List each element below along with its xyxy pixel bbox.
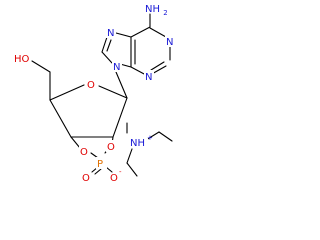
bond-n7-c8 [101, 36, 108, 53]
bond-n9-c1prime [115, 71, 128, 99]
bond-layer [31, 13, 173, 177]
bond-n7-c8-double [106, 39, 112, 52]
bond-c5-n7 [115, 32, 132, 38]
bond-nh-ethyl-down-2 [126, 162, 138, 177]
bond-n3-c4 [130, 66, 147, 76]
amine-subscript: 2 [163, 9, 167, 17]
amine-label: NH 2 [145, 4, 168, 17]
adenosine-cyclic-phosphate-structure: NH 2 N N N N O HO O O P O O - [14, 4, 175, 184]
atom-anion-oxygen: O [110, 173, 118, 184]
bond-nh-ethyl-right-1 [145, 131, 160, 141]
bond-c5-c6 [130, 26, 151, 38]
bond-nh-ethyl-right-2 [158, 131, 173, 142]
atom-ammonium: NH [130, 138, 145, 149]
atom-phosphoryl-oxygen: O [82, 173, 90, 184]
bond-o4prime-c4prime [49, 84, 85, 101]
bond-c2prime-c1prime [112, 97, 128, 138]
bond-c8-n9 [101, 51, 113, 64]
bond-c1prime-o4prime [98, 85, 128, 99]
atom-phosphorus: P [97, 159, 103, 170]
atom-ring-oxygen: O [87, 80, 95, 91]
atom-n-imidazole: N [107, 28, 114, 39]
bond-p-double-o-2 [94, 168, 102, 175]
bond-nh-ethyl-down-1 [126, 148, 133, 164]
ammonium-charge: + [147, 134, 153, 142]
atom-label-layer: NH 2 N N N N O HO O O P O O - [14, 4, 175, 184]
bond-c5prime-o5prime [31, 60, 51, 73]
anion-charge: - [119, 168, 122, 176]
atom-ester-o-left: O [80, 147, 88, 158]
bond-c3prime-o3prime [70, 136, 81, 149]
atom-ester-o-right: O [107, 142, 115, 153]
bond-c4prime-c3prime [49, 99, 72, 138]
atom-n-bottom: N [145, 72, 152, 83]
atom-n-right: N [166, 37, 173, 48]
bond-c6-n1 [149, 27, 167, 38]
atom-hydroxyl: HO [14, 54, 30, 65]
bond-c2-n3-double [150, 61, 165, 71]
atom-n-glycosidic: N [113, 62, 120, 73]
